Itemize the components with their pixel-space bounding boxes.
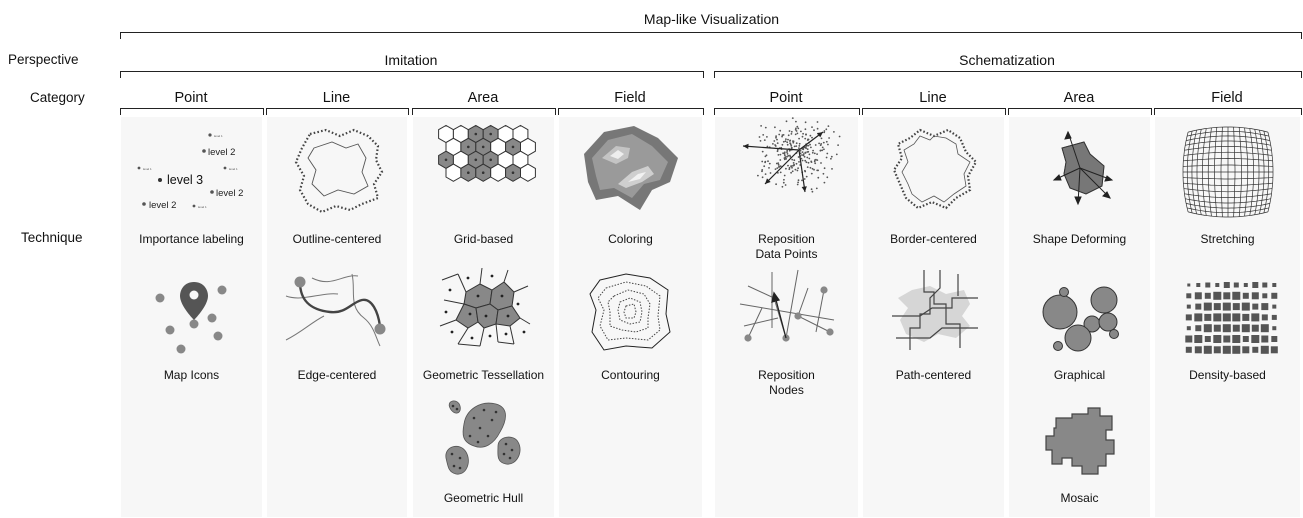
- edge-centered-icon: [285, 273, 386, 347]
- bracket-imitation-line: [266, 108, 409, 115]
- row-label-technique: Technique: [21, 230, 83, 245]
- technique-density-based: Density-based: [1189, 368, 1266, 382]
- technique-reposition-data-points: Reposition Data Points: [755, 232, 818, 261]
- technique-graphical: Graphical: [1053, 368, 1106, 382]
- technique-stretching: Stretching: [1200, 232, 1255, 246]
- svg-text:level 1: level 1: [214, 134, 223, 138]
- technique-contouring: Contouring: [601, 368, 660, 382]
- figure-title: Map-like Visualization: [643, 11, 780, 27]
- technique-edge-centered: Edge-centered: [297, 368, 377, 382]
- row-label-perspective: Perspective: [8, 52, 79, 67]
- title-bracket: [120, 32, 1302, 39]
- category-imitation-line: Line: [322, 90, 351, 106]
- row-label-category: Category: [30, 90, 85, 105]
- bracket-imitation-point: [120, 108, 264, 115]
- category-imitation-point: Point: [174, 90, 208, 106]
- technique-shape-deforming: Shape Deforming: [1032, 232, 1127, 246]
- perspective-imitation: Imitation: [384, 52, 438, 68]
- category-schematization-point: Point: [769, 90, 803, 106]
- mosaic-icon: [1045, 407, 1115, 475]
- bracket-schematization-field: [1154, 108, 1302, 115]
- svg-text:level 1: level 1: [198, 205, 207, 209]
- category-imitation-area: Area: [467, 90, 499, 106]
- category-schematization-field: Field: [1211, 90, 1243, 106]
- bracket-schematization-point: [714, 108, 860, 115]
- technique-path-centered: Path-centered: [895, 368, 972, 382]
- technique-outline-centered: Outline-centered: [292, 232, 382, 246]
- perspective-schematization: Schematization: [959, 52, 1055, 68]
- contouring-icon: [589, 273, 671, 351]
- coloring-icon: [584, 126, 678, 210]
- technique-geometric-hull: Geometric Hull: [443, 491, 524, 505]
- stretching-icon: [1182, 126, 1274, 218]
- bracket-schematization-line: [862, 108, 1006, 115]
- importance-labeling-icon: level 1 level 2 level 1 level 1 level 3 …: [137, 133, 243, 211]
- svg-text:level 1: level 1: [229, 167, 238, 171]
- technique-importance-labeling: Importance labeling: [139, 232, 244, 246]
- bracket-schematization-area: [1008, 108, 1152, 115]
- geometric-hull-icon: [445, 400, 521, 475]
- shape-deforming-icon: [1052, 130, 1114, 206]
- grid-based-icon: [438, 124, 536, 182]
- map-icons-icon: [155, 282, 227, 354]
- imitation-bracket: [120, 71, 704, 78]
- svg-text:level 1: level 1: [143, 167, 152, 171]
- reposition-nodes-icon: [739, 269, 835, 342]
- density-based-icon: [1185, 282, 1278, 354]
- technique-geometric-tessellation: Geometric Tessellation: [422, 368, 545, 382]
- column-imitation-line: [267, 117, 407, 517]
- column-schematization-point: [715, 117, 858, 517]
- technique-reposition-nodes: Reposition Nodes: [758, 368, 815, 397]
- bracket-imitation-area: [412, 108, 556, 115]
- svg-text:level 2: level 2: [208, 147, 235, 158]
- svg-text:level 2: level 2: [216, 188, 243, 199]
- schematization-bracket: [714, 71, 1302, 78]
- technique-mosaic: Mosaic: [1060, 491, 1099, 505]
- technique-map-icons: Map Icons: [163, 368, 220, 382]
- path-centered-icon: [892, 270, 978, 350]
- svg-text:level 2: level 2: [149, 200, 176, 211]
- outline-centered-icon: [294, 128, 384, 214]
- technique-grid-based: Grid-based: [453, 232, 514, 246]
- bracket-imitation-field: [558, 108, 704, 115]
- border-centered-icon: [892, 128, 978, 210]
- technique-coloring: Coloring: [608, 232, 653, 246]
- category-schematization-area: Area: [1063, 90, 1095, 106]
- graphical-icon: [1042, 286, 1119, 352]
- technique-border-centered: Border-centered: [890, 232, 977, 246]
- reposition-data-points-icon: [742, 117, 841, 193]
- svg-text:level 3: level 3: [167, 173, 203, 187]
- category-schematization-line: Line: [919, 90, 947, 106]
- category-imitation-field: Field: [614, 90, 646, 106]
- geometric-tessellation-icon: [439, 267, 531, 347]
